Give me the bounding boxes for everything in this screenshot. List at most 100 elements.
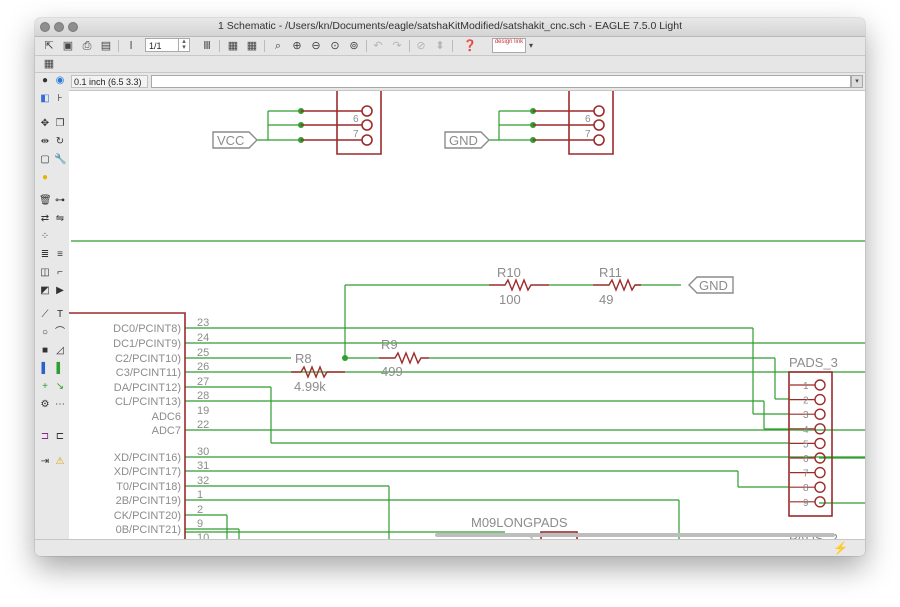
errors-icon[interactable]: ⊏ (55, 431, 65, 442)
header-outline (568, 91, 614, 155)
label-icon[interactable]: ↘ (55, 381, 65, 392)
resistor-r8 (291, 365, 345, 379)
split-icon[interactable]: ◩ (40, 285, 50, 296)
pinswap-icon[interactable]: ⇄ (40, 213, 50, 224)
supply-flag (688, 276, 734, 294)
add-icon[interactable]: ⊶ (55, 195, 65, 206)
redo-icon[interactable]: ↷ (392, 40, 402, 52)
invoke-icon[interactable]: ▶ (56, 285, 64, 296)
script-icon[interactable]: ▦ (227, 40, 239, 52)
zoom-window-button[interactable] (68, 22, 78, 32)
ic-pin-name: CL/PCINT13) (115, 396, 181, 408)
replace-icon[interactable]: ⇋ (55, 213, 65, 224)
gateswap-icon[interactable]: ⁘ (40, 231, 50, 242)
open-icon[interactable]: ⇱ (44, 40, 54, 52)
help-icon[interactable]: ❓ (463, 40, 477, 52)
m09longpads: M09LONGPADS 1 (471, 515, 578, 539)
command-history-dropdown[interactable]: ▾ (851, 75, 863, 88)
pads3-pin (814, 393, 826, 406)
zoom-redraw-icon[interactable]: ⊙ (330, 40, 340, 52)
net-icon[interactable]: ▌ (56, 363, 64, 374)
toolbar-separator (452, 40, 453, 52)
dimension-icon[interactable]: ⋯ (55, 399, 65, 410)
sheet-stepper[interactable]: ▴▾ (178, 38, 189, 51)
zoom-out-icon[interactable]: ⊖ (311, 40, 321, 52)
mark-icon[interactable]: ⊦ (57, 93, 63, 104)
rotate-icon[interactable]: ↻ (55, 136, 65, 147)
junction-icon[interactable]: + (42, 381, 48, 392)
supply-gnd-right: GND (688, 276, 734, 294)
change-icon[interactable]: 🔧 (54, 154, 67, 165)
zoom-fit-icon[interactable]: ⌕ (274, 40, 282, 52)
rect-icon[interactable]: ■ (41, 345, 49, 356)
schematic-canvas[interactable]: 6 7 6 7 VCC GND (69, 91, 865, 539)
sheet-icon[interactable]: ▦ (246, 40, 258, 52)
toolbar-separator (409, 40, 410, 52)
design-link-button[interactable]: design link (492, 38, 526, 53)
header-pin (593, 119, 605, 131)
miter-icon[interactable]: ⌐ (57, 267, 63, 278)
text-icon[interactable]: T (56, 309, 64, 320)
board-switch-icon[interactable]: ǀ (129, 40, 133, 52)
main-toolbar: ⇱ ▣ ⎙ ▤ ǀ 1/1 ▴▾ Ⅲ ▦ ▦ ⌕ ⊕ ⊖ ⊙ ⊚ ↶ ↷ ⊘ ⬍… (35, 37, 865, 56)
pads3-pin (814, 466, 826, 479)
group-icon[interactable]: ▢ (40, 154, 50, 165)
value-icon[interactable]: ≡ (57, 249, 63, 260)
chevron-down-icon[interactable]: ▾ (528, 41, 533, 50)
header-top-right-labels: 6 7 (585, 114, 591, 140)
arc-icon[interactable]: ⌒ (55, 327, 65, 338)
header-pin-number: 6 (585, 114, 591, 125)
ic-pin-name: DC0/PCINT8) (113, 323, 181, 335)
polygon-icon[interactable]: ◿ (56, 345, 64, 356)
display-icon[interactable]: ◧ (40, 93, 50, 104)
pads3-outline (788, 371, 833, 517)
ic-pin-number: 2 (197, 504, 203, 516)
pads3-pin-number: 5 (803, 439, 809, 450)
grid-icon[interactable]: ▦ (43, 58, 55, 70)
show-icon[interactable]: ◉ (55, 75, 65, 86)
mirror-icon[interactable]: ⇹ (40, 136, 50, 147)
zoom-select-icon[interactable]: ⊚ (349, 40, 359, 52)
pads3-pin (814, 423, 826, 435)
erc-icon[interactable]: ⊐ (40, 431, 50, 442)
supply-label: VCC (217, 133, 244, 148)
supply-flag (444, 131, 490, 149)
info-icon[interactable]: ● (41, 75, 49, 86)
bus-icon[interactable]: ▌ (41, 363, 49, 374)
ic-pin-number: 30 (197, 446, 209, 458)
run-icon[interactable]: ⇥ (40, 456, 50, 467)
go-icon[interactable]: ⬍ (435, 40, 445, 52)
header-top-left-labels: 6 7 (353, 114, 359, 140)
ulp-icon[interactable]: Ⅲ (203, 40, 211, 52)
resistor-r11 (593, 278, 641, 292)
wire-icon[interactable]: ⟋ (41, 309, 49, 320)
zoom-in-icon[interactable]: ⊕ (292, 40, 302, 52)
attribute-icon[interactable]: ⚙ (40, 399, 50, 410)
warning-icon[interactable]: ⚠ (55, 456, 65, 467)
horizontal-scrollbar[interactable] (435, 533, 835, 537)
name-icon[interactable]: ≣ (40, 249, 50, 260)
stop-icon[interactable]: ⊘ (416, 40, 426, 52)
print-icon[interactable]: ⎙ (82, 40, 92, 52)
design-link-label: design link (494, 39, 524, 45)
move-icon[interactable]: ✥ (40, 118, 50, 129)
lightning-icon[interactable]: ⚡ (833, 541, 848, 555)
header-pin-number: 7 (353, 129, 359, 140)
circle-icon[interactable]: ○ (41, 327, 49, 338)
param-toolbar: ▦ (35, 56, 865, 73)
ic-pin-name: XD/PCINT16) (114, 452, 181, 464)
delete-icon[interactable]: 🗑 (39, 195, 52, 206)
copy-icon[interactable]: ❐ (55, 118, 65, 129)
paste-icon[interactable]: ● (41, 172, 49, 183)
cam-icon[interactable]: ▤ (100, 40, 112, 52)
minimize-window-button[interactable] (54, 22, 64, 32)
header-pin-number: 6 (353, 114, 359, 125)
smash-icon[interactable]: ◫ (40, 267, 50, 278)
undo-icon[interactable]: ↶ (373, 40, 383, 52)
save-icon[interactable]: ▣ (62, 40, 74, 52)
ic-pin-number: 24 (197, 332, 209, 344)
ic-pin-number: 25 (197, 347, 209, 359)
command-input[interactable] (151, 75, 851, 88)
close-window-button[interactable] (40, 22, 50, 32)
ic-pin-name: ADC7 (152, 425, 181, 437)
